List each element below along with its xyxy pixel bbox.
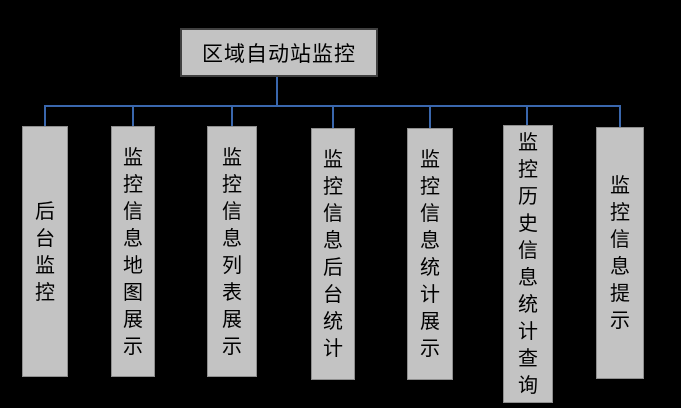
connector-drop-6: [526, 105, 528, 129]
root-node: 区域自动站监控: [180, 28, 378, 77]
node-monitoring-history-info-statistics-query: 监控历史信息统计查询: [503, 125, 553, 403]
node-label: 监控信息统计展示: [420, 147, 440, 360]
node-label: 监控历史信息统计查询: [518, 130, 538, 397]
node-label: 监控信息后台统计: [323, 147, 343, 360]
node-label: 监控信息提示: [610, 173, 630, 332]
node-monitoring-info-backend-statistics: 监控信息后台统计: [311, 128, 355, 380]
node-monitoring-info-map-display: 监控信息地图展示: [111, 126, 155, 377]
connector-drop-1: [44, 105, 46, 129]
connector-stem: [276, 77, 278, 106]
connector-drop-7: [619, 105, 621, 129]
node-monitoring-info-statistics-display: 监控信息统计展示: [407, 128, 453, 380]
node-label: 后台监控: [35, 198, 55, 304]
node-label: 监控信息列表展示: [222, 144, 242, 358]
connector-drop-2: [132, 105, 134, 129]
connector-drop-4: [332, 105, 334, 129]
node-monitoring-info-prompt: 监控信息提示: [596, 127, 644, 379]
root-node-label: 区域自动站监控: [202, 41, 356, 66]
connector-drop-5: [429, 105, 431, 129]
node-monitoring-info-list-display: 监控信息列表展示: [207, 126, 257, 377]
node-backend-monitoring: 后台监控: [22, 126, 68, 377]
node-label: 监控信息地图展示: [123, 144, 143, 358]
connector-drop-3: [231, 105, 233, 129]
